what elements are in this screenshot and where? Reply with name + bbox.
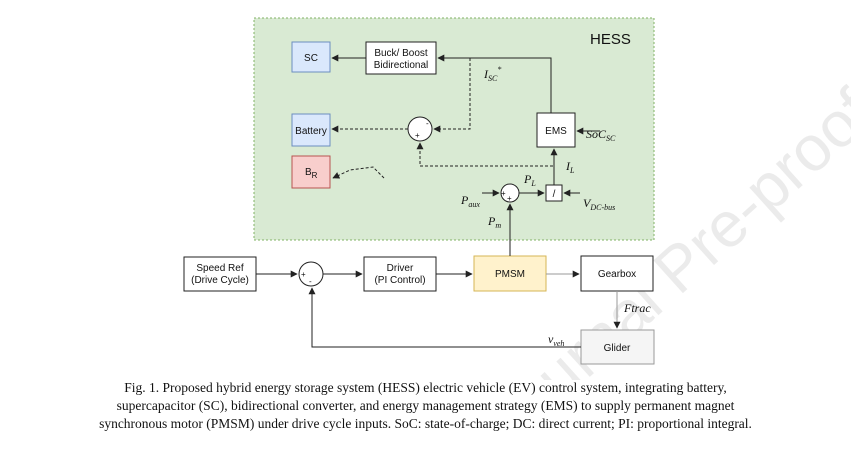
pl-label: PL xyxy=(523,172,536,188)
ems-block: EMS xyxy=(536,112,576,148)
br-block: BR xyxy=(291,155,331,189)
driver-block: Driver (PI Control) xyxy=(363,256,437,292)
power-sum-plus-m: + xyxy=(507,194,512,203)
divider-block: / xyxy=(545,184,563,202)
to-br-dashed-arrow xyxy=(332,166,385,179)
hess-control-diagram: Journal Pre-proof HESS SC Buck/ Boost Bi… xyxy=(183,17,851,380)
pmsm-block: PMSM xyxy=(473,255,547,292)
isc-ref-label: ISC* xyxy=(483,65,501,83)
battery-sum-plus: + xyxy=(415,131,420,140)
divider-label: / xyxy=(553,189,556,200)
buck-boost-block: Buck/ Boost Bidirectional xyxy=(365,41,437,75)
speed-ref-block: Speed Ref (Drive Cycle) xyxy=(183,256,257,292)
gearbox-block: Gearbox xyxy=(580,255,654,292)
glider-label: Glider xyxy=(604,343,631,354)
sc-label: SC xyxy=(304,53,318,64)
vveh-feedback-arrow xyxy=(308,287,581,348)
figure-caption: Fig. 1. Proposed hybrid energy storage s… xyxy=(0,379,851,433)
il-label: IL xyxy=(565,159,575,175)
speed-sum-minus: - xyxy=(309,277,312,286)
ftrac-label: Ftrac xyxy=(623,301,651,315)
br-label: BR xyxy=(305,167,318,180)
speed-ref-line1: Speed Ref xyxy=(196,263,243,274)
paux-label: Paux xyxy=(460,193,480,209)
pmsm-label: PMSM xyxy=(495,269,525,280)
battery-block: Battery xyxy=(291,113,331,147)
hess-title: HESS xyxy=(590,31,631,48)
buck-boost-label-line1: Buck/ Boost xyxy=(374,48,428,59)
pm-label: Pm xyxy=(487,214,501,230)
speed-sum-plus: + xyxy=(301,270,306,279)
vveh-label: vveh xyxy=(548,332,564,348)
caption-line-2: supercapacitor (SC), bidirectional conve… xyxy=(116,398,735,413)
battery-label: Battery xyxy=(295,126,327,137)
soc-sc-label: SoCSC xyxy=(586,127,616,143)
caption-line-1: Fig. 1. Proposed hybrid energy storage s… xyxy=(124,380,727,395)
glider-block: Glider xyxy=(580,329,655,365)
ems-label: EMS xyxy=(545,126,567,137)
vdc-bus-label: VDC-bus xyxy=(583,196,615,212)
il-to-sum-dashed-arrow xyxy=(416,142,555,185)
gearbox-label: Gearbox xyxy=(598,269,636,280)
ems-to-buckboost-arrow xyxy=(437,54,552,113)
driver-line1: Driver xyxy=(387,263,414,274)
power-sum-plus-aux: + xyxy=(501,189,506,198)
buck-boost-label-line2: Bidirectional xyxy=(374,60,428,71)
caption-line-3: synchronous motor (PMSM) under drive cyc… xyxy=(99,416,752,431)
isc-ref-to-sum-arrow xyxy=(433,58,471,133)
driver-line2: (PI Control) xyxy=(374,275,425,286)
sc-block: SC xyxy=(291,41,331,73)
battery-sum-minus: - xyxy=(426,119,429,128)
speed-ref-line2: (Drive Cycle) xyxy=(191,275,249,286)
